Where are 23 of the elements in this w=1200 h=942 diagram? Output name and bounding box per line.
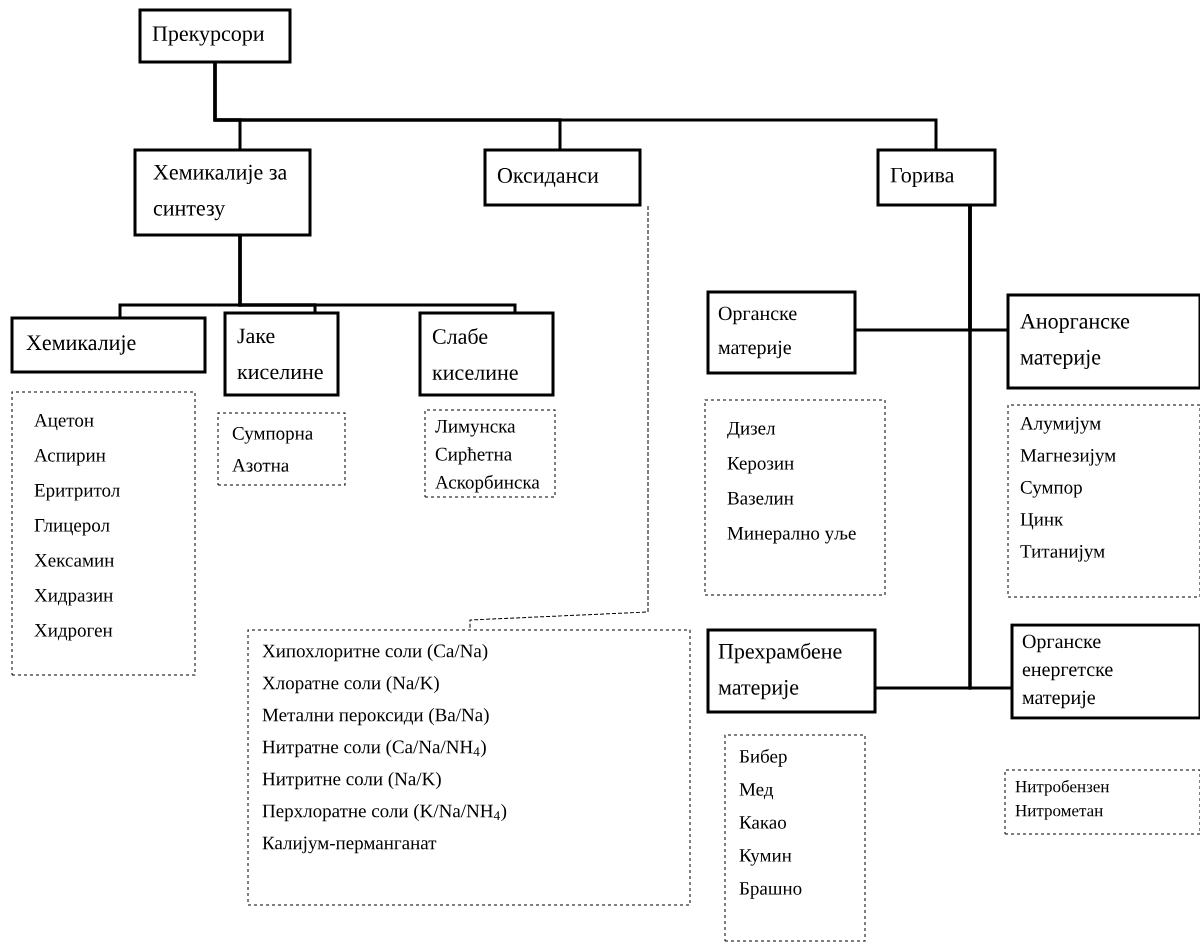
- category-box: Јаке киселине: [223, 311, 340, 397]
- list-box: Ацетон Аспирин Еритритол Глицерол Хексамин Хидразин Хидроген: [11, 391, 196, 676]
- category-box: Прекурсори: [138, 8, 292, 64]
- category-box: Хемикалије: [10, 316, 207, 374]
- category-box: Горива: [876, 148, 997, 207]
- list-box: Нитробензен Нитрометан: [1004, 769, 1200, 835]
- category-box: Анорганске материје: [1006, 293, 1200, 390]
- connector: [469, 206, 649, 630]
- connector: [238, 235, 517, 313]
- connector: [968, 205, 1012, 690]
- list-box: Лимунска Сирћетна Аскорбинска: [424, 409, 556, 498]
- list-box: Бибер Мед Какао Кумин Брашно: [724, 734, 866, 942]
- category-box: Органске материје: [706, 290, 857, 375]
- list-box: Дизел Керозин Вазелин Минерално уље: [704, 399, 886, 596]
- category-box: Хемикалије за синтезу: [133, 148, 312, 237]
- list-box: Алумијум Магнезијум Сумпор Цинк Титанијум: [1007, 404, 1200, 598]
- list-box: Сумпорна Азотна: [217, 412, 346, 486]
- category-box: Прехрамбене материје: [706, 628, 877, 714]
- category-box: Слабе киселине: [418, 311, 555, 397]
- list-box: Хипохлоритне соли (Ca/Na) Хлоратне соли (Na/K) Метални пероксиди (Ba/Na) Нитратне соли (Ca/Na/NH$_{4}$) Нитритне соли (Na/K) Перхлоратне соли (K/Na/NH$_{4}$) Калијум-перманганат: [247, 629, 691, 906]
- connector: [213, 62, 938, 150]
- category-box: Органске енергетске материје: [1010, 623, 1200, 720]
- category-box: Оксиданси: [483, 148, 642, 207]
